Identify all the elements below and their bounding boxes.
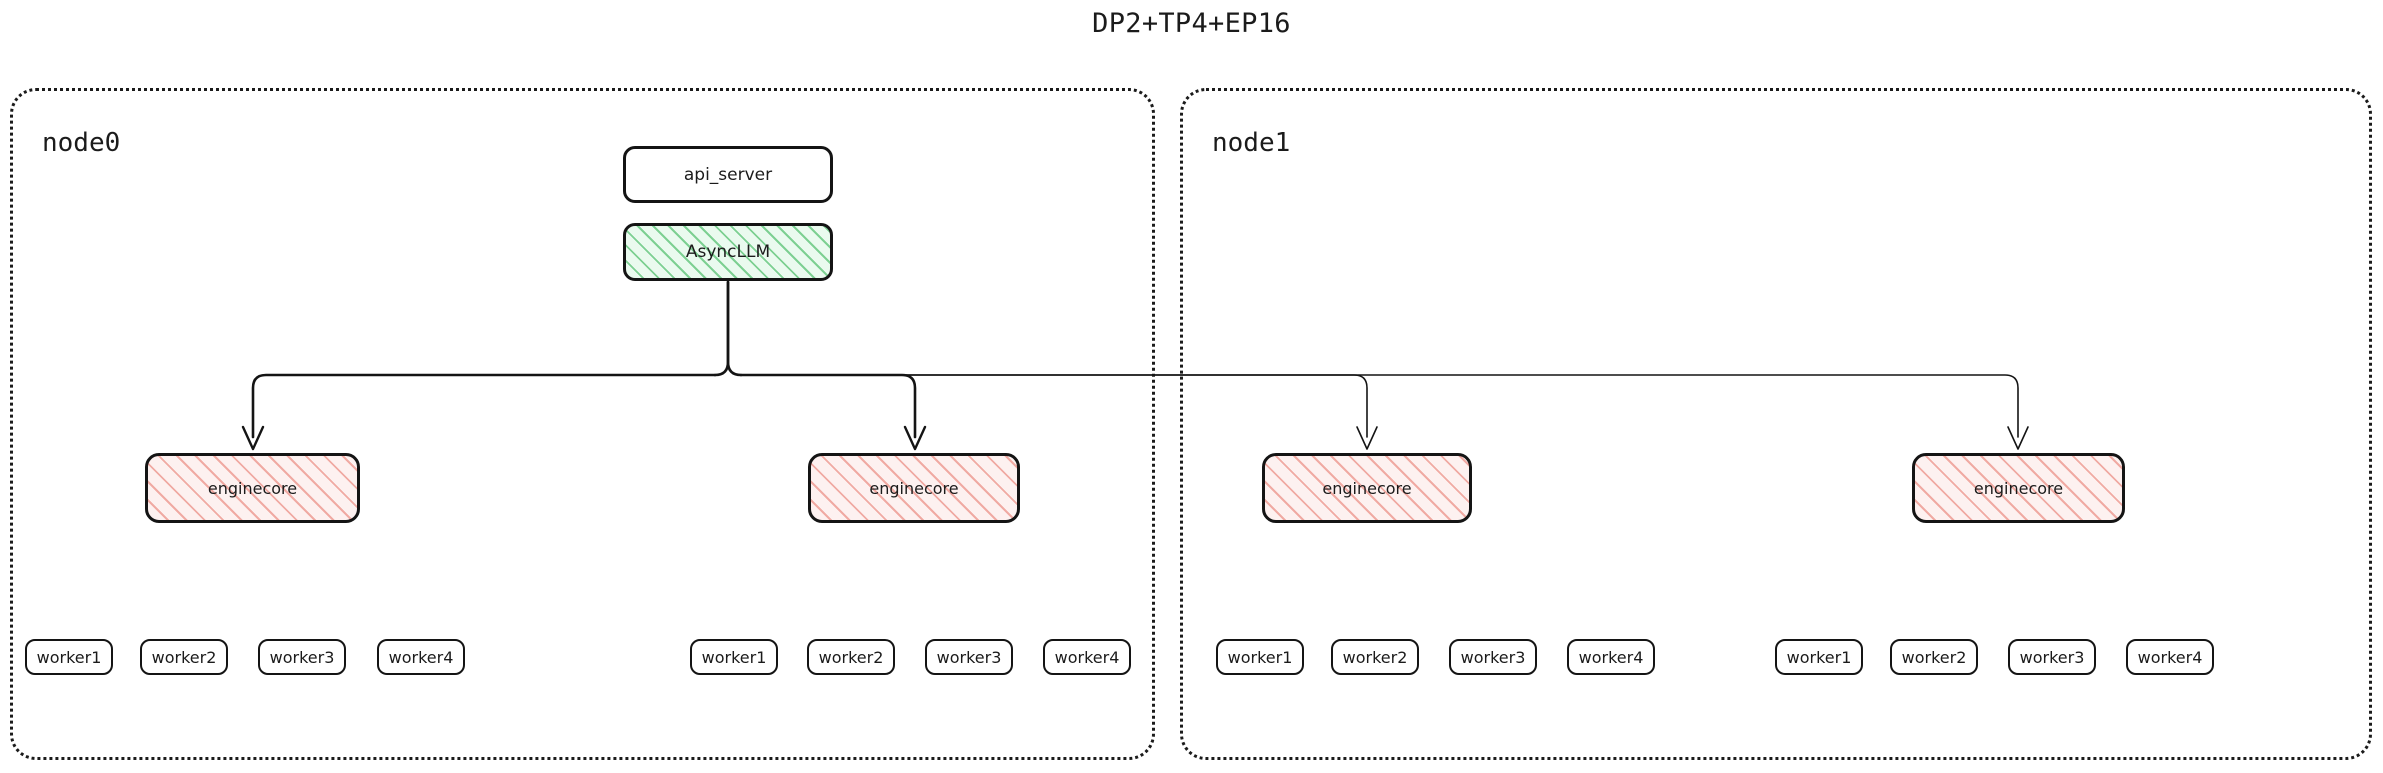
worker-box-node0-1-0[interactable]: worker1 (690, 639, 778, 675)
worker-box-node0-1-2[interactable]: worker3 (925, 639, 1013, 675)
worker-label: worker4 (388, 647, 454, 667)
worker-box-node0-0-2[interactable]: worker3 (258, 639, 346, 675)
worker-box-node0-0-3[interactable]: worker4 (377, 639, 465, 675)
enginecore-label: enginecore (1973, 478, 2064, 498)
worker-box-node0-1-1[interactable]: worker2 (807, 639, 895, 675)
async-llm-box[interactable]: AsyncLLM (623, 223, 833, 281)
worker-box-node1-0-0[interactable]: worker1 (1216, 639, 1304, 675)
worker-box-node0-0-1[interactable]: worker2 (140, 639, 228, 675)
enginecore-box-node0-1[interactable]: enginecore (808, 453, 1020, 523)
enginecore-label: enginecore (1322, 478, 1412, 498)
worker-label: worker4 (1578, 647, 1644, 667)
worker-box-node1-0-1[interactable]: worker2 (1331, 639, 1419, 675)
worker-box-node0-0-0[interactable]: worker1 (25, 639, 113, 675)
worker-label: worker2 (818, 647, 884, 667)
worker-label: worker3 (1460, 647, 1526, 667)
worker-label: worker3 (936, 647, 1002, 667)
worker-label: worker2 (1342, 647, 1408, 667)
worker-label: worker3 (269, 647, 335, 667)
api-server-label: api_server (683, 164, 773, 185)
worker-box-node1-1-2[interactable]: worker3 (2008, 639, 2096, 675)
worker-label: worker4 (1054, 647, 1120, 667)
async-llm-label: AsyncLLM (685, 242, 771, 262)
page-title: DP2+TP4+EP16 (1092, 8, 1291, 39)
worker-box-node1-0-3[interactable]: worker4 (1567, 639, 1655, 675)
worker-label: worker4 (2137, 647, 2203, 667)
worker-box-node0-1-3[interactable]: worker4 (1043, 639, 1131, 675)
enginecore-label: enginecore (869, 478, 959, 498)
enginecore-box-node0-0[interactable]: enginecore (145, 453, 360, 523)
worker-label: worker1 (1227, 647, 1293, 667)
worker-label: worker2 (151, 647, 217, 667)
worker-label: worker1 (36, 647, 102, 667)
worker-label: worker1 (1786, 647, 1852, 667)
enginecore-box-node1-1[interactable]: enginecore (1912, 453, 2125, 523)
enginecore-label: enginecore (207, 478, 298, 498)
worker-box-node1-0-2[interactable]: worker3 (1449, 639, 1537, 675)
worker-box-node1-1-3[interactable]: worker4 (2126, 639, 2214, 675)
worker-box-node1-1-1[interactable]: worker2 (1890, 639, 1978, 675)
enginecore-box-node1-0[interactable]: enginecore (1262, 453, 1472, 523)
api-server-box[interactable]: api_server (623, 146, 833, 203)
worker-box-node1-1-0[interactable]: worker1 (1775, 639, 1863, 675)
node-label-node1: node1 (1212, 128, 1291, 158)
worker-label: worker2 (1901, 647, 1967, 667)
worker-label: worker3 (2019, 647, 2085, 667)
worker-label: worker1 (701, 647, 767, 667)
node-label-node0: node0 (42, 128, 121, 158)
